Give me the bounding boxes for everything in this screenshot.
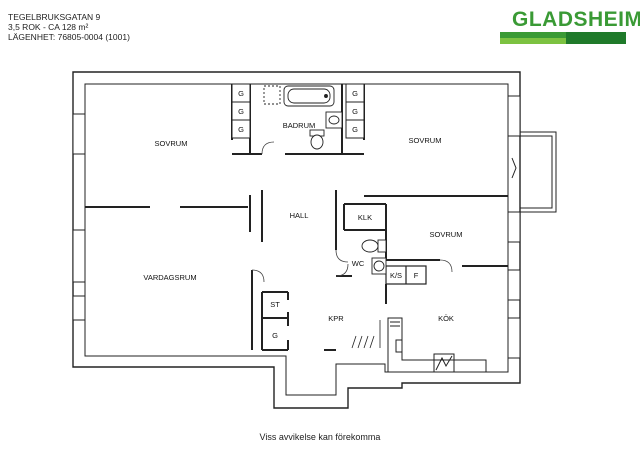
wc-toilet-tank-icon bbox=[377, 239, 387, 253]
room-label-sovrum-right: SOVRUM bbox=[409, 136, 442, 145]
closet-labels: G G G G G G bbox=[238, 89, 358, 134]
apartment-text: LÄGENHET: 76805-0004 (1001) bbox=[8, 32, 130, 42]
closets bbox=[231, 83, 365, 139]
bathroom-fixtures bbox=[263, 85, 343, 150]
kitchen-counters bbox=[387, 317, 487, 373]
logo-text: GLADSHEIM bbox=[512, 8, 640, 31]
windows-left bbox=[72, 113, 86, 321]
room-label-kok: KÖK bbox=[438, 314, 454, 323]
closet-label: G bbox=[238, 89, 244, 98]
closet-label: G bbox=[352, 89, 358, 98]
room-label-vardagsrum: VARDAGSRUM bbox=[143, 273, 196, 282]
room-label-sovrum-mid: SOVRUM bbox=[430, 230, 463, 239]
room-label-ks: K/S bbox=[390, 271, 402, 280]
closet-label: G bbox=[238, 107, 244, 116]
logo-bar-light bbox=[500, 38, 626, 44]
room-label-st: ST bbox=[270, 300, 280, 309]
toilet-icon bbox=[310, 134, 324, 150]
disclaimer-text: Viss avvikelse kan förekomma bbox=[259, 432, 381, 442]
room-label-g: G bbox=[272, 331, 278, 340]
size-text: 3,5 ROK - CA 128 m² bbox=[8, 22, 89, 32]
logo-bar-dark bbox=[566, 32, 626, 44]
room-label-kpr: KPR bbox=[328, 314, 344, 323]
windows-right bbox=[507, 95, 521, 359]
wc-toilet-icon bbox=[361, 239, 379, 253]
room-label-hall: HALL bbox=[290, 211, 309, 220]
closet-label: G bbox=[352, 107, 358, 116]
logo-bar bbox=[500, 32, 626, 38]
wc-fixtures bbox=[361, 239, 387, 275]
room-label-wc: WC bbox=[352, 259, 365, 268]
doors bbox=[251, 141, 453, 283]
coat-rack bbox=[351, 320, 381, 349]
closet-label: G bbox=[352, 125, 358, 134]
room-label-f: F bbox=[414, 271, 419, 280]
room-label-klk: KLK bbox=[358, 213, 372, 222]
stove-icon bbox=[433, 353, 455, 373]
address-text: TEGELBRUKSGATAN 9 bbox=[8, 12, 101, 22]
room-label-sovrum-left: SOVRUM bbox=[155, 139, 188, 148]
balcony bbox=[511, 131, 557, 213]
washer-spot-icon bbox=[263, 85, 281, 105]
closet-label: G bbox=[238, 125, 244, 134]
room-label-badrum: BADRUM bbox=[283, 121, 316, 130]
